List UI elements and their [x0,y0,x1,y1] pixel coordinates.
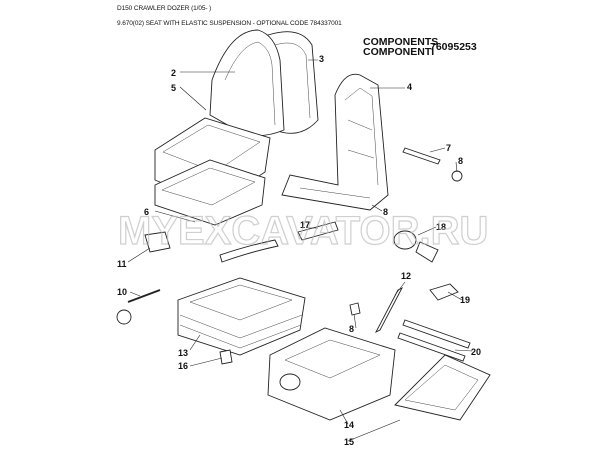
callout-18: 18 [436,222,446,232]
callout-3: 3 [319,54,324,64]
leader-lines [127,59,473,442]
components-code: 76095253 [430,41,477,53]
callout-10: 10 [117,287,127,297]
strap-20 [397,319,471,362]
diagram-model-title: D150 CRAWLER DOZER (1/05- ) [117,5,212,12]
washer-8 [451,170,463,182]
callout-13: 13 [178,348,188,358]
seat-cushion-6 [154,159,266,226]
link-17 [297,221,339,241]
watermark: MYEXCAVATOR.RU [118,209,488,253]
seat-frame-4 [281,73,389,211]
components-label-it: COMPONENTI [363,46,435,58]
lumbar-knob-18 [393,230,439,263]
callout-8: 8 [349,324,354,334]
callout-20: 20 [471,347,481,357]
callout-17: 17 [300,220,310,230]
callout-2: 2 [171,68,176,78]
components-label: COMPONENTS COMPONENTI [363,36,439,58]
cap-8 [349,302,361,316]
callout-4: 4 [407,82,412,92]
callout-7: 7 [446,143,451,153]
callout-16: 16 [178,361,188,371]
adjust-knob-10 [116,289,161,325]
callout-5: 5 [171,83,176,93]
gas-spring-12 [374,286,404,334]
callout-8: 8 [458,156,463,166]
suspension-bellows-13 [177,277,306,356]
callout-19: 19 [460,295,470,305]
diagram-section-title: 9.670(02) SEAT WITH ELASTIC SUSPENSION -… [117,20,342,27]
components-label-en: COMPONENTS [363,36,439,48]
bracket-11 [144,231,171,253]
callout-8: 8 [383,207,388,217]
callout-14: 14 [344,420,354,430]
callout-12: 12 [401,271,411,281]
suspension-mechanism-14 [267,327,396,421]
clip-16 [219,349,233,365]
slide-rails-15 [394,354,491,421]
callout-11: 11 [117,259,127,269]
callout-6: 6 [144,207,149,217]
callout-15: 15 [344,437,354,447]
pin-7 [402,147,441,165]
rod-11 [219,239,279,263]
backrest-cushion-2 [209,29,285,136]
bracket-19 [429,283,459,301]
